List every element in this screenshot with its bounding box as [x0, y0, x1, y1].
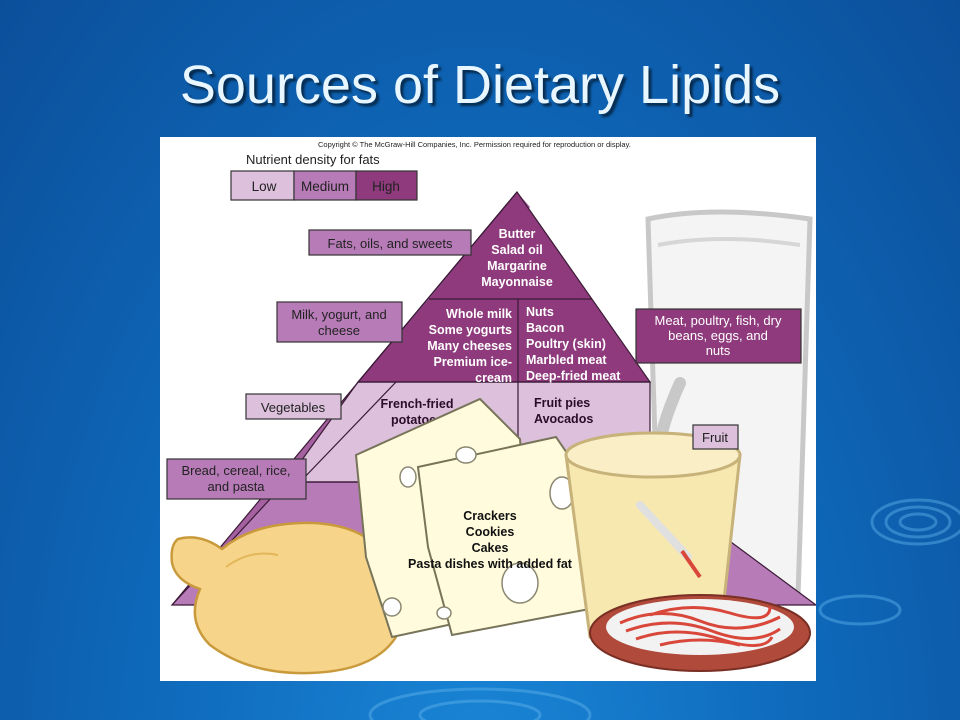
legend-swatch-medium: [293, 170, 357, 201]
food-margarine: Margarine: [487, 259, 547, 273]
food-cream: cream: [475, 371, 512, 385]
chicken-illustration: [170, 521, 403, 675]
label-boxes: Fats, oils, and sweets Milk, yogurt, and…: [166, 229, 802, 500]
pyramid-tier-dairy: [358, 299, 518, 382]
food-pasta-dishes: Pasta dishes with added fat: [408, 557, 573, 571]
food-poultry-skin: Poultry (skin): [526, 337, 606, 351]
food-avocados: Avocados: [534, 412, 593, 426]
cheese-illustration: [354, 397, 602, 639]
protein-food-list: Nuts Bacon Poultry (skin) Marbled meat D…: [526, 305, 621, 383]
label-milk-line2: cheese: [318, 323, 360, 338]
label-meat-line3: nuts: [706, 343, 731, 358]
label-bread-line1: Bread, cereal, rice,: [181, 463, 290, 478]
label-box-meat: [635, 308, 802, 364]
pasta-plate-illustration: [589, 501, 811, 672]
food-nuts: Nuts: [526, 305, 554, 319]
fruit-food-list: Fruit pies Avocados: [534, 396, 593, 426]
food-many-cheeses: Many cheeses: [427, 339, 512, 353]
food-premium-ice: Premium ice-: [433, 355, 512, 369]
food-crackers: Crackers: [463, 509, 517, 523]
dairy-food-list: Whole milk Some yogurts Many cheeses Pre…: [427, 307, 512, 385]
label-vegetables: Vegetables: [261, 400, 326, 415]
slide-title: Sources of Dietary Lipids: [179, 55, 781, 115]
legend-label-low: Low: [252, 179, 277, 194]
food-salad-oil: Salad oil: [491, 243, 542, 257]
label-meat-line1: Meat, poultry, fish, dry: [655, 313, 782, 328]
top-food-list: Butter Salad oil Margarine Mayonnaise: [481, 227, 553, 289]
label-milk-line1: Milk, yogurt, and: [291, 307, 386, 322]
legend-swatch-high: [355, 170, 418, 201]
label-fats-oils-sweets: Fats, oils, and sweets: [328, 236, 453, 251]
copyright-note: Copyright © The McGraw-Hill Companies, I…: [318, 140, 631, 149]
food-whole-milk: Whole milk: [446, 307, 512, 321]
food-bacon: Bacon: [526, 321, 564, 335]
food-cookies: Cookies: [466, 525, 515, 539]
food-fruit-pies: Fruit pies: [534, 396, 590, 410]
label-box-vegetables: [245, 393, 342, 420]
label-meat-line2: beans, eggs, and: [668, 328, 768, 343]
pyramid-tier-top: [429, 192, 592, 299]
food-mayonnaise: Mayonnaise: [481, 275, 553, 289]
food-pyramid-figure: Copyright © The McGraw-Hill Companies, I…: [160, 137, 816, 681]
food-cakes: Cakes: [472, 541, 509, 555]
label-box-fats: [308, 229, 472, 256]
label-box-milk: [276, 301, 403, 343]
label-box-bread: [166, 458, 307, 500]
legend-title: Nutrient density for fats: [246, 152, 380, 167]
vegetable-food-list: French-fried potatoes: [381, 397, 454, 427]
food-deep-fried-meat: Deep-fried meat: [526, 369, 621, 383]
food-some-yogurts: Some yogurts: [429, 323, 512, 337]
grains-food-list: Crackers Cookies Cakes Pasta dishes with…: [408, 509, 573, 571]
legend: Low Medium High: [230, 170, 418, 201]
label-bread-line2: and pasta: [207, 479, 265, 494]
pyramid-tier-protein: [518, 299, 650, 382]
legend-label-high: High: [372, 179, 400, 194]
food-butter: Butter: [499, 227, 536, 241]
legend-label-medium: Medium: [301, 179, 349, 194]
label-box-fruit: [692, 424, 739, 450]
food-french-fried: French-fried: [381, 397, 454, 411]
label-fruit: Fruit: [702, 430, 728, 445]
food-marbled-meat: Marbled meat: [526, 353, 607, 367]
legend-swatch-low: [230, 170, 295, 201]
